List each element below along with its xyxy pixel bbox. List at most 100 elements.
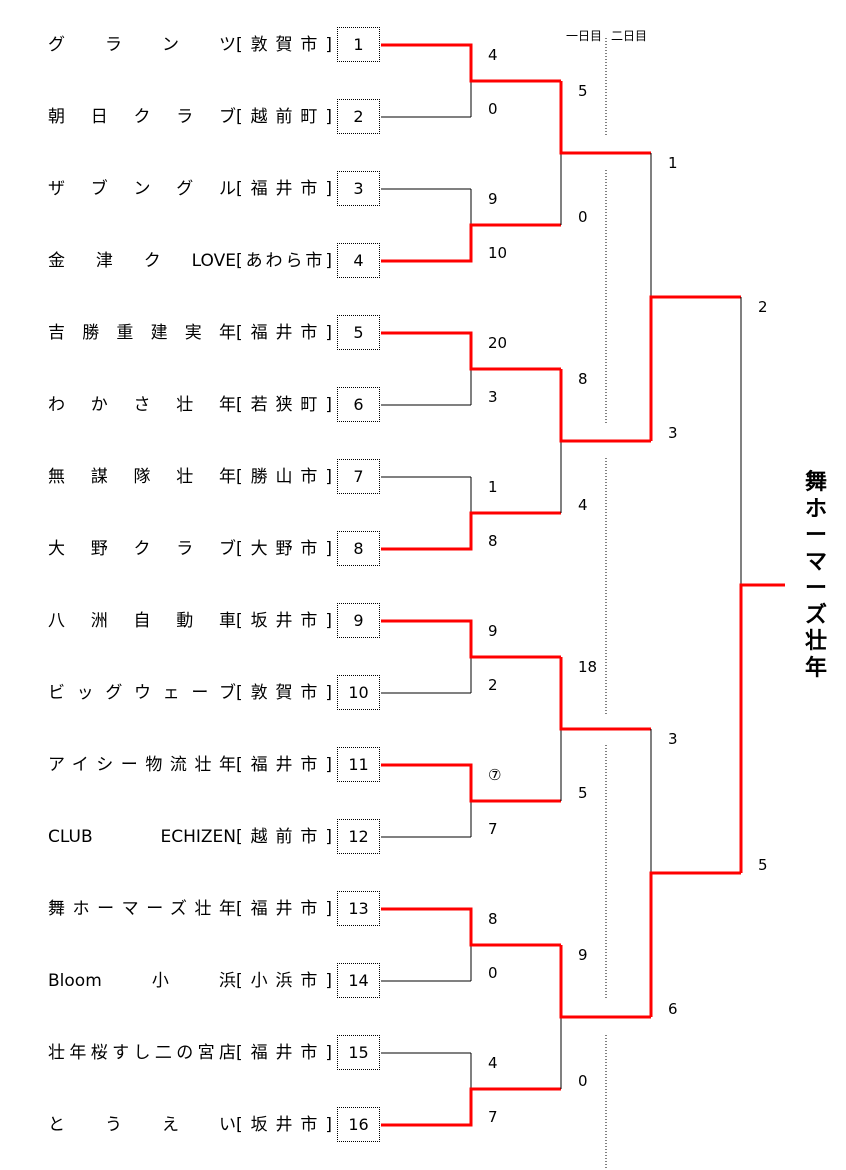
score: 1: [488, 478, 498, 496]
team-city: [敦賀市]: [236, 683, 332, 703]
team-row: 朝日クラブ[越前町]: [48, 107, 332, 127]
team-row: 無謀隊壮年[勝山市]: [48, 467, 332, 487]
team-row: 壮年桜すし二の宮店[福井市]: [48, 1043, 332, 1063]
score: 0: [578, 208, 588, 226]
team-row: 舞ホーマーズ壮年[福井市]: [48, 899, 332, 919]
seed-box: 8: [337, 531, 380, 566]
team-row: CLUB ECHIZEN[越前市]: [48, 827, 332, 847]
team-name: 金津クLOVE: [48, 251, 236, 271]
score: 10: [488, 244, 508, 262]
team-name: 舞ホーマーズ壮年: [48, 899, 236, 919]
team-city: [大野市]: [236, 539, 332, 559]
champion-char: ー: [804, 523, 827, 548]
winner-line: [559, 945, 651, 1019]
champion-char: 壮: [804, 629, 827, 654]
winner-line: [381, 511, 561, 551]
score: 3: [668, 730, 678, 748]
team-city: [勝山市]: [236, 467, 332, 487]
score: 6: [668, 1000, 678, 1018]
winner-line: [381, 43, 561, 83]
winner-line: [381, 907, 561, 947]
seed-box: 3: [337, 171, 380, 206]
score: 5: [578, 82, 588, 100]
seed-box: 9: [337, 603, 380, 638]
seed-box: 6: [337, 387, 380, 422]
score: 3: [668, 424, 678, 442]
winner-line: [739, 583, 785, 873]
score: 7: [488, 820, 498, 838]
seed-box: 1: [337, 27, 380, 62]
team-name: CLUB ECHIZEN: [48, 827, 236, 847]
team-name: Bloom小浜: [48, 971, 236, 991]
winner-line: [381, 331, 561, 371]
team-city: [坂井市]: [236, 611, 332, 631]
score: 4: [578, 496, 588, 514]
score: 8: [488, 910, 498, 928]
winner-line: [381, 223, 561, 263]
seed-box: 10: [337, 675, 380, 710]
score: ⑦: [488, 766, 502, 784]
score: 0: [488, 100, 498, 118]
team-city: [あわら市]: [236, 251, 332, 271]
seed-box: 4: [337, 243, 380, 278]
score: 3: [488, 388, 498, 406]
seed-box: 13: [337, 891, 380, 926]
champion-char: ホ: [804, 496, 827, 522]
team-city: [福井市]: [236, 755, 332, 775]
team-row: ザブングル[福井市]: [48, 179, 332, 199]
seed-box: 5: [337, 315, 380, 350]
score: 9: [488, 622, 498, 640]
team-row: わかさ壮年[若狭町]: [48, 395, 332, 415]
team-name: ビッグウェーブ: [48, 683, 236, 703]
team-row: 八洲自動車[坂井市]: [48, 611, 332, 631]
team-city: [敦賀市]: [236, 35, 332, 55]
team-name: アイシー物流壮年: [48, 755, 236, 775]
score: 20: [488, 334, 508, 352]
team-row: 吉勝重建実年[福井市]: [48, 323, 332, 343]
team-row: Bloom小浜[小浜市]: [48, 971, 332, 991]
winner-line: [381, 1087, 561, 1127]
champion-char: ー: [804, 576, 827, 601]
score: 9: [578, 946, 588, 964]
seed-box: 16: [337, 1107, 380, 1142]
score: 4: [488, 46, 498, 64]
day1-label: 一日目: [566, 29, 603, 43]
team-row: 大野クラブ[大野市]: [48, 539, 332, 559]
team-row: とうえい[坂井市]: [48, 1115, 332, 1135]
team-city: [坂井市]: [236, 1115, 332, 1135]
champion-char: ズ: [804, 602, 827, 628]
winner-line: [559, 81, 651, 155]
seed-box: 15: [337, 1035, 380, 1070]
team-name: わかさ壮年: [48, 395, 236, 415]
team-city: [福井市]: [236, 1043, 332, 1063]
team-name: 大野クラブ: [48, 539, 236, 559]
winner-line: [381, 619, 561, 659]
seed-box: 11: [337, 747, 380, 782]
score: 9: [488, 190, 498, 208]
team-city: [小浜市]: [236, 971, 332, 991]
score: 8: [488, 532, 498, 550]
team-name: 無謀隊壮年: [48, 467, 236, 487]
team-city: [越前町]: [236, 107, 332, 127]
score: 18: [578, 658, 598, 676]
seed-box: 12: [337, 819, 380, 854]
team-row: アイシー物流壮年[福井市]: [48, 755, 332, 775]
score: 0: [578, 1072, 588, 1090]
day2-label: 二日目: [611, 29, 648, 43]
team-city: [福井市]: [236, 179, 332, 199]
team-row: 金津クLOVE[あわら市]: [48, 251, 332, 271]
team-name: 吉勝重建実年: [48, 323, 236, 343]
team-name: 壮年桜すし二の宮店: [48, 1043, 236, 1063]
score: 2: [758, 298, 768, 316]
team-city: [若狭町]: [236, 395, 332, 415]
score: 5: [758, 856, 768, 874]
team-name: 八洲自動車: [48, 611, 236, 631]
winner-line: [649, 871, 741, 1017]
team-city: [福井市]: [236, 899, 332, 919]
seed-box: 7: [337, 459, 380, 494]
team-name: グランツ: [48, 35, 236, 55]
champion-char: 舞: [804, 470, 827, 495]
team-row: グランツ[敦賀市]: [48, 35, 332, 55]
